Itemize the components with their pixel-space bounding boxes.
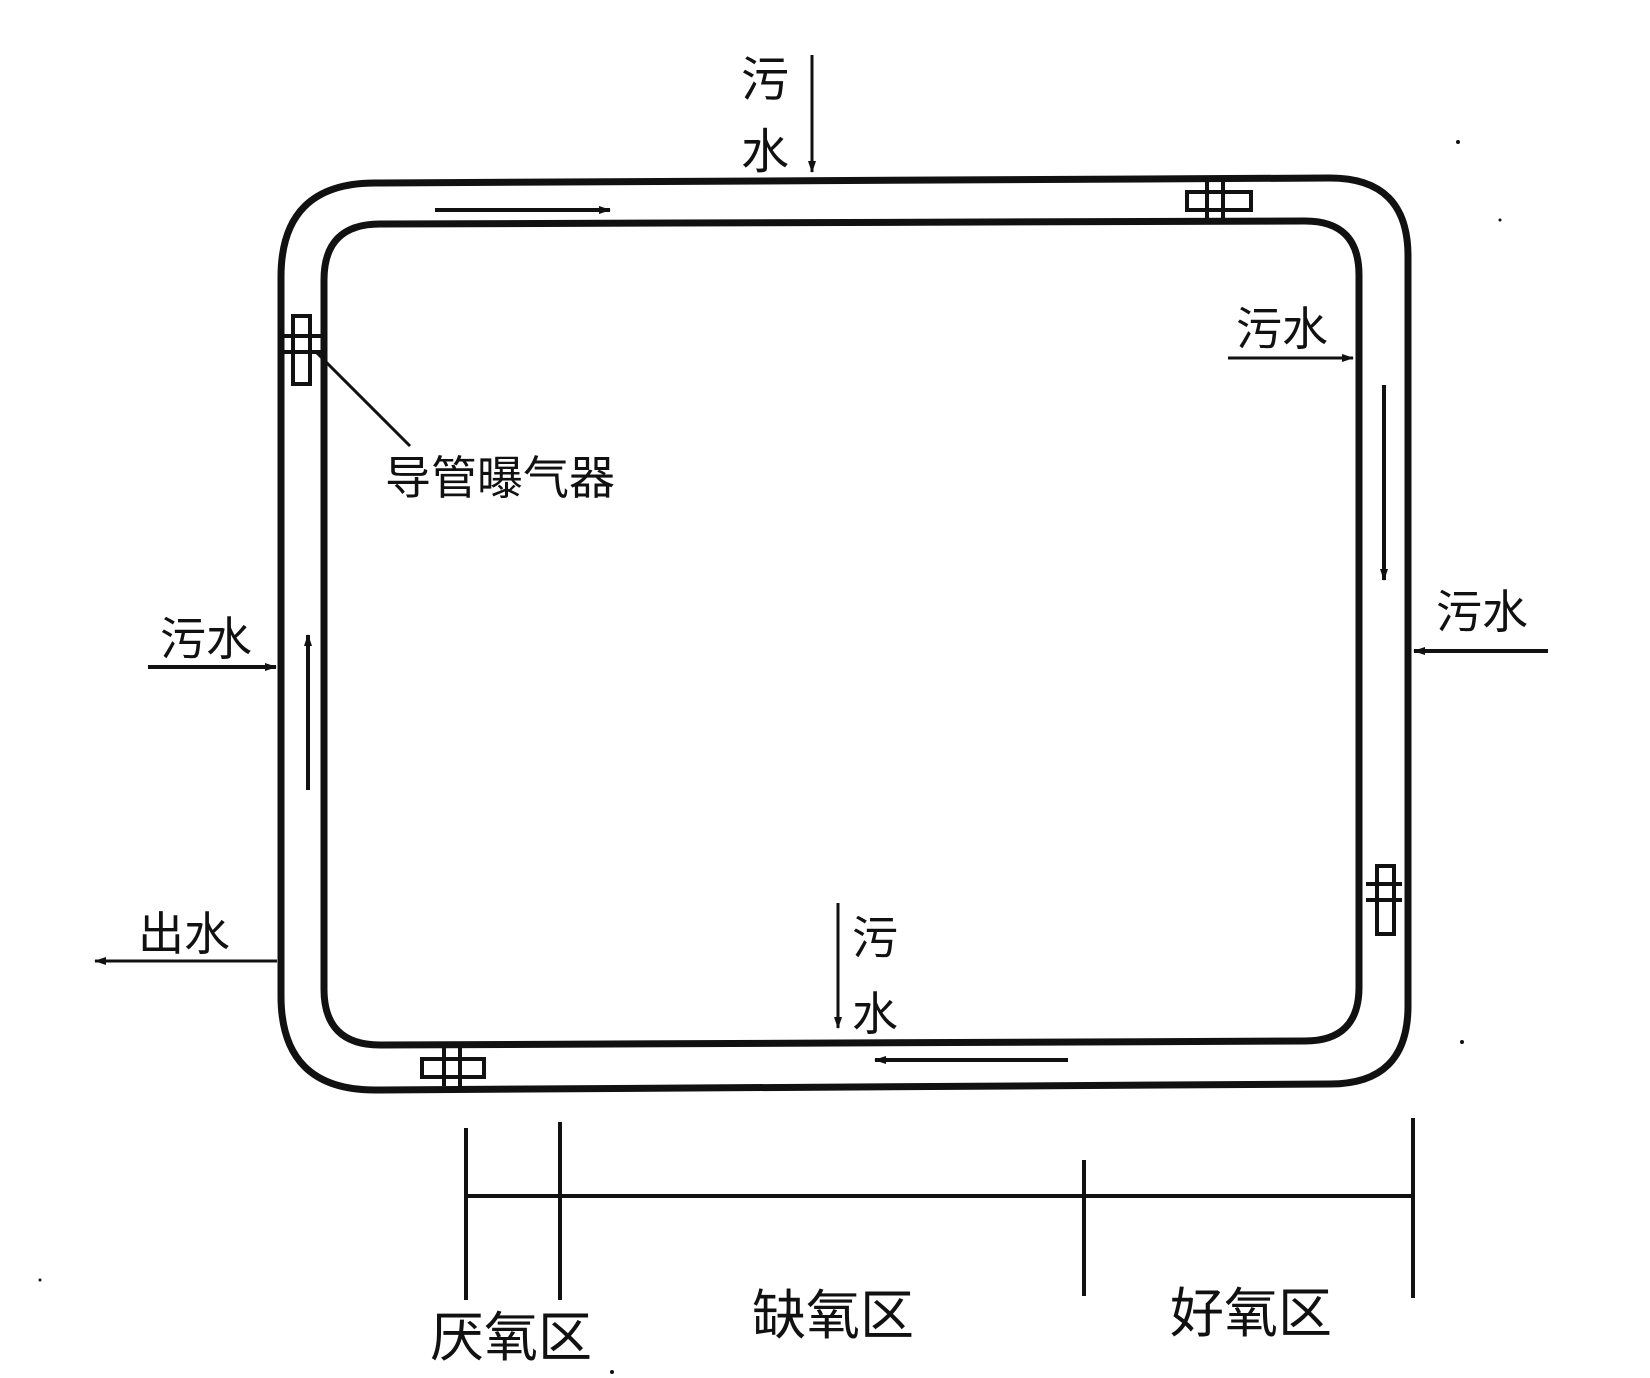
sewage-inlet-left-label: 污水 <box>160 612 252 666</box>
ditch-outer-wall <box>277 174 1412 1094</box>
ditch-inner-wall <box>320 217 1363 1049</box>
aerator-leader-line <box>314 350 412 448</box>
sewage-inlet-top-label-1: 污 <box>741 52 789 108</box>
aerator-top-right <box>1185 182 1253 220</box>
zone-label-aerobic: 好氧区 <box>1170 1282 1332 1345</box>
sewage-inlet-right-upper-label: 污水 <box>1236 302 1328 356</box>
sewage-inlet-bottom-label-1: 污 <box>852 911 898 965</box>
aerator-right <box>1366 864 1402 936</box>
aerator-left <box>284 314 322 386</box>
aerator-label: 导管曝气器 <box>385 451 615 505</box>
sewage-inlet-top-label-2: 水 <box>741 124 789 180</box>
aerator-bottom <box>420 1048 486 1086</box>
zone-dimension-bar <box>464 1118 1415 1300</box>
sewage-inlet-bottom-label-2: 水 <box>852 987 898 1041</box>
scan-speckles <box>38 140 1502 1374</box>
zone-label-anoxic: 缺氧区 <box>752 1284 914 1347</box>
sewage-inlet-right-label: 污水 <box>1436 585 1528 639</box>
outlet-label: 出水 <box>138 907 230 961</box>
zone-label-anaerobic: 厌氧区 <box>430 1306 592 1369</box>
